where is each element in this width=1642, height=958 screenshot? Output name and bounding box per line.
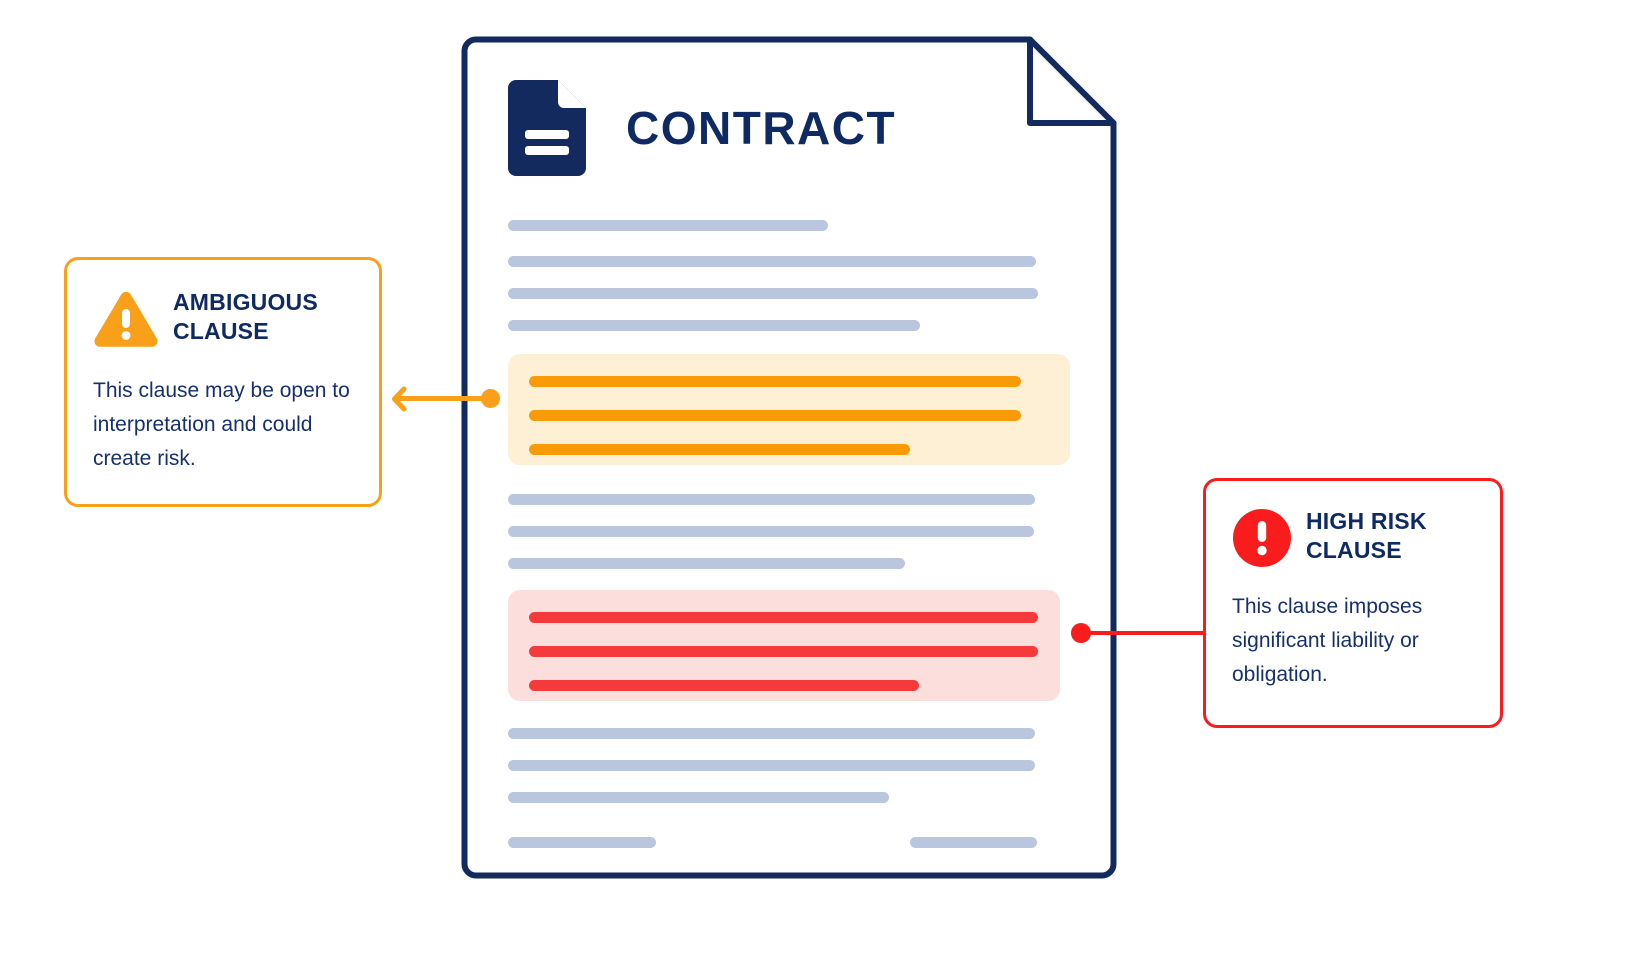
document-text-line: [508, 256, 1036, 267]
ambiguous-clause-callout[interactable]: AMBIGUOUS CLAUSE This clause may be open…: [64, 257, 382, 507]
high-risk-clause-line: [529, 612, 1038, 623]
high-risk-title-line-1: HIGH RISK: [1306, 508, 1427, 534]
page-title: CONTRACT: [626, 102, 897, 154]
document-text-line: [508, 526, 1034, 537]
document-text-line: [508, 558, 905, 569]
document-text-line: [508, 288, 1038, 299]
high-risk-callout-header: HIGH RISK CLAUSE: [1232, 507, 1476, 568]
ambiguous-clause-line: [529, 376, 1021, 387]
ambiguous-callout-header: AMBIGUOUS CLAUSE: [93, 288, 353, 350]
document-text-line: [910, 837, 1037, 848]
high-risk-callout-body: This clause imposes significant liabilit…: [1232, 595, 1423, 687]
document-header: CONTRACT: [508, 80, 896, 176]
warning-triangle-icon: [94, 291, 158, 347]
high-risk-clause-line: [529, 680, 919, 691]
ambiguous-title-line-2: CLAUSE: [173, 318, 269, 345]
high-risk-clause-highlight[interactable]: [508, 590, 1060, 701]
ambiguous-clause-highlight[interactable]: [508, 354, 1070, 465]
exclamation-circle-icon: [1233, 509, 1291, 567]
ambiguous-title-line-1: AMBIGUOUS: [173, 289, 318, 315]
contract-document: CONTRACT: [460, 35, 1118, 880]
document-text-line: [508, 792, 889, 803]
high-risk-clause-line: [529, 646, 1038, 657]
ambiguous-callout-body: This clause may be open to interpretatio…: [93, 379, 350, 471]
high-risk-callout-title: HIGH RISK CLAUSE: [1306, 507, 1427, 566]
high-risk-connector-line: [1086, 631, 1206, 635]
document-text-line: [508, 728, 1035, 739]
ambiguous-connector-dot: [481, 389, 500, 408]
high-risk-clause-callout[interactable]: HIGH RISK CLAUSE This clause imposes sig…: [1203, 478, 1503, 728]
document-text-line: [508, 320, 920, 331]
ambiguous-clause-line: [529, 444, 910, 455]
document-text-line: [508, 494, 1035, 505]
ambiguous-callout-title: AMBIGUOUS CLAUSE: [173, 288, 318, 347]
document-file-icon: [508, 80, 586, 176]
ambiguous-clause-line: [529, 410, 1021, 421]
ambiguous-connector-line: [396, 396, 494, 401]
ambiguous-connector-arrow-icon: [392, 386, 407, 412]
high-risk-connector-dot: [1071, 623, 1091, 643]
high-risk-title-line-2: CLAUSE: [1306, 537, 1402, 564]
document-text-line: [508, 220, 828, 231]
document-text-line: [508, 760, 1035, 771]
document-text-line: [508, 837, 656, 848]
